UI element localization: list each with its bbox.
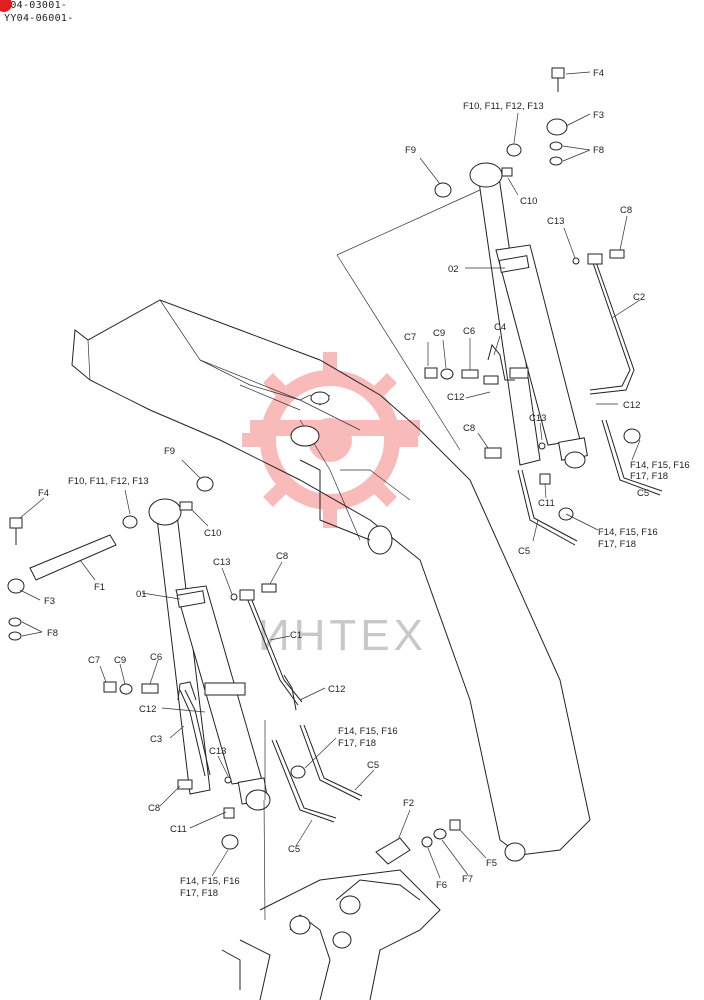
label-f4-upper: F4 [593,68,604,79]
label-f1: F1 [94,582,105,593]
watermark-text: ИНТЕХ [258,611,427,660]
label-c9-lower: C9 [114,655,126,666]
label-f7: F7 [462,874,473,885]
label-f17-lower-right: F17, F18 [338,738,376,749]
label-f8-lower: F8 [47,628,58,639]
label-c5-lower: C5 [288,844,300,855]
label-c6-lower: C6 [150,652,162,663]
label-c6-upper: C6 [463,326,475,337]
label-c5-mid: C5 [518,546,530,557]
label-f14-lower-right: F14, F15, F16 [338,726,398,737]
serial-number-2: YY04-06001- [4,13,74,24]
corner-badge-icon [0,0,12,12]
watermark-logo [242,352,420,528]
part-labels: F4 F10, F11, F12, F13 F3 F9 F8 C10 C8 C1… [38,68,690,899]
label-c8-upper: C8 [620,205,632,216]
label-c13-lower: C13 [213,557,230,568]
label-f4-lower: F4 [38,488,49,499]
hoses [179,259,663,823]
label-f17-lower: F17, F18 [180,888,218,899]
label-c13-mid: C13 [529,413,546,424]
cylinder-upper [469,162,588,469]
label-f9-lower: F9 [164,446,175,457]
label-f8-upper: F8 [593,145,604,156]
label-c12-upper-right: C12 [623,400,640,411]
label-f9-upper: F9 [405,145,416,156]
label-c2: C2 [633,292,645,303]
label-f14-right: F14, F15, F16 [630,460,690,471]
leader-lines [19,71,641,879]
label-c1: C1 [290,630,302,641]
label-f14-mid: F14, F15, F16 [598,527,658,538]
label-c5-lower-right: C5 [367,760,379,771]
label-f5: F5 [486,858,497,869]
label-f10-upper: F10, F11, F12, F13 [463,101,544,112]
label-c12-lower-left: C12 [139,704,156,715]
label-c13-lower2: C13 [209,746,226,757]
label-c7-lower: C7 [88,655,100,666]
label-01: 01 [136,589,147,600]
label-c11-lower: C11 [170,824,187,835]
label-c9-upper: C9 [433,328,445,339]
label-c4: C4 [494,322,506,333]
serial-number-1: H04-03001- [4,0,68,11]
label-c3: C3 [150,734,162,745]
label-02: 02 [448,264,459,275]
label-f17-mid: F17, F18 [598,539,636,550]
label-c8-lower: C8 [276,551,288,562]
label-c5-right: C5 [637,488,649,499]
label-f2: F2 [403,798,414,809]
label-c8-mid: C8 [463,423,475,434]
boom [71,299,591,862]
label-c11-upper: C11 [538,498,555,509]
small-parts [7,67,641,865]
label-f6: F6 [436,880,447,891]
label-f14-lower: F14, F15, F16 [180,876,240,887]
label-c7-upper: C7 [404,332,416,343]
label-f3-lower: F3 [44,596,55,607]
label-c8-lower2: C8 [148,803,160,814]
label-f3-upper: F3 [593,110,604,121]
label-c12-upper-left: C12 [447,392,464,403]
label-c13-upper: C13 [547,216,564,227]
cylinder-lower [148,498,271,811]
label-c12-lower-right: C12 [328,684,345,695]
label-f17-right: F17, F18 [630,471,668,482]
label-c10-lower: C10 [204,528,221,539]
arm-linkage [221,720,441,1000]
label-c10-upper: C10 [520,196,537,207]
label-f10-lower: F10, F11, F12, F13 [68,476,149,487]
